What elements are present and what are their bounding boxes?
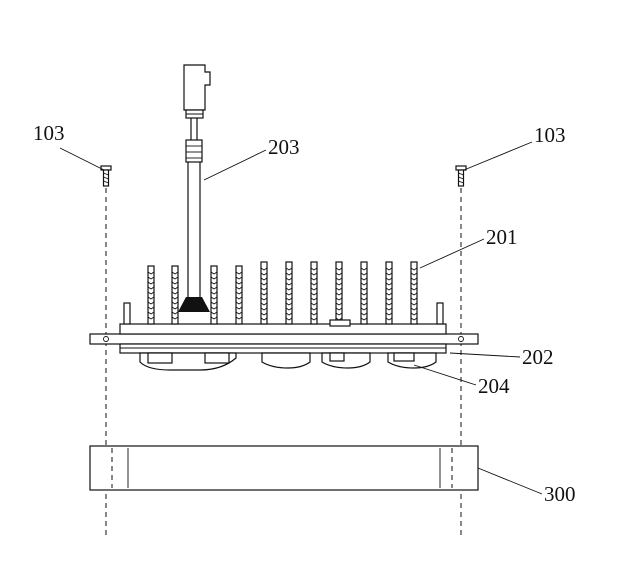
heatsink-fin (171, 265, 179, 325)
heatsink-fin (210, 265, 218, 325)
fin-serration (210, 271, 218, 320)
label-103-left: 103 (33, 121, 65, 145)
fin-serration (410, 267, 418, 321)
screw-right (455, 165, 467, 187)
label-103-right: 103 (534, 123, 566, 147)
fin-serration (171, 271, 179, 320)
heatsink-fin (147, 265, 155, 325)
connector-rod (178, 64, 211, 312)
fin-serration (285, 267, 293, 321)
label-202: 202 (522, 345, 554, 369)
heatsink (89, 261, 479, 345)
fin-serration (235, 271, 243, 320)
frame (89, 445, 479, 491)
led-plate (119, 343, 447, 371)
label-203: 203 (268, 135, 300, 159)
fin-serration (260, 267, 268, 321)
fin-serration (385, 267, 393, 321)
fin-serration (147, 271, 155, 320)
label-201: 201 (486, 225, 518, 249)
leader-lines (59, 141, 543, 495)
heatsink-fin (235, 265, 243, 325)
label-300: 300 (544, 482, 576, 506)
fin-serration (310, 267, 318, 321)
label-204: 204 (478, 374, 510, 398)
fin-serration (360, 267, 368, 321)
fin-serration (335, 267, 343, 321)
